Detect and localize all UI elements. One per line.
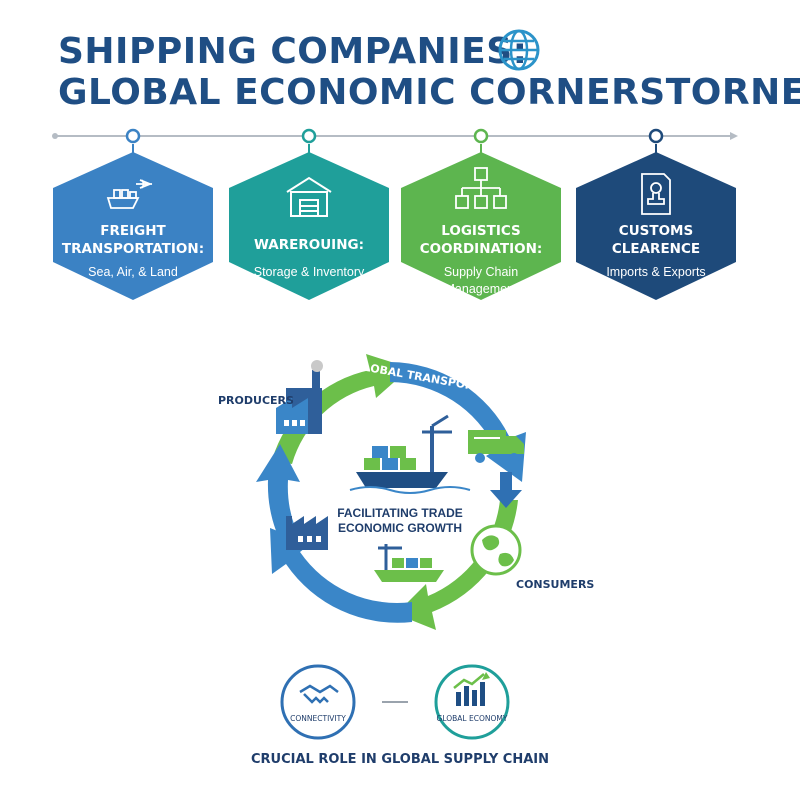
cycle-arrow-green-top: [272, 354, 410, 464]
timeline-line: [52, 132, 738, 140]
service-freight-text: FREIGHT TRANSPORTATION: Sea, Air, & Land: [53, 222, 213, 281]
footer-caption: CRUCIAL ROLE IN GLOBAL SUPPLY CHAIN: [250, 752, 550, 767]
growth-chart-icon: [453, 672, 490, 706]
cycle-arrow-green-right: [396, 500, 518, 630]
warehousing-title: WAREROUING:: [254, 237, 364, 253]
freight-subtitle: Sea, Air, & Land: [88, 265, 178, 279]
logistics-title-line-1: LOGISTICS: [441, 223, 521, 239]
warehouse-icon: [286, 176, 332, 217]
logistics-subtitle-line-2: Management: [444, 282, 518, 296]
freight-title-line-1: FREIGHT: [100, 223, 166, 239]
service-hex-freight[interactable]: [53, 128, 213, 300]
handshake-icon: [299, 684, 339, 704]
producers-label: PRODUCERS: [218, 394, 294, 407]
cargo-ship-icon: [349, 414, 471, 494]
warehousing-subtitle: Storage & Inventory: [253, 265, 365, 279]
ship-plane-icon: [106, 179, 153, 209]
service-logistics-text: LOGISTICS COORDINATION: Supply Chain Man…: [401, 222, 561, 298]
truck-icon: [468, 430, 524, 463]
customs-title-line-2: CLEARENCE: [611, 241, 701, 257]
factory-small-icon: [286, 516, 328, 550]
small-ship-icon: [374, 544, 444, 582]
world-globe-icon: [470, 524, 522, 576]
connectivity-label: CONNECTIVITY: [290, 714, 346, 723]
logistics-subtitle-line-1: Supply Chain: [443, 265, 519, 279]
customs-title-line-1: CUSTOMS: [618, 223, 694, 239]
center-line-2: ECONOMIC GROWTH: [338, 521, 462, 535]
page-title-line-2: GLOBAL ECONOMIC CORNERSTORNE: [58, 72, 800, 113]
services-hexagons: [53, 128, 736, 300]
cycle-center-text: FACILITATING TRADE ECONOMIC GROWTH: [330, 506, 470, 536]
page-title-line-1: SHIPPING COMPANIES:: [58, 31, 528, 72]
network-boxes-icon: [455, 167, 507, 209]
center-line-1: FACILITATING TRADE: [337, 506, 463, 520]
factory-icon: [276, 360, 323, 434]
service-hex-logistics[interactable]: [401, 128, 561, 300]
stamp-document-icon: [641, 173, 671, 215]
consumers-label: CONSUMERS: [516, 578, 595, 591]
service-customs-text: CUSTOMS CLEARENCE Imports & Exports: [576, 222, 736, 281]
globe-icon: [498, 29, 540, 71]
customs-subtitle: Imports & Exports: [606, 265, 706, 279]
logistics-title-line-2: COORDINATION:: [419, 241, 543, 257]
service-hex-warehousing[interactable]: [229, 128, 389, 300]
footer-icons: [280, 664, 510, 740]
service-warehousing-text: WAREROUING: Storage & Inventory: [229, 236, 389, 281]
global-economy-label: GLOBAL ECONOMY: [436, 714, 508, 723]
cycle-arrow-blue-top: [390, 362, 526, 482]
supply-chain-cycle: [256, 354, 526, 630]
service-hex-customs[interactable]: [576, 128, 736, 300]
cycle-arrow-down-right: [490, 472, 522, 508]
freight-title-line-2: TRANSPORTATION:: [61, 241, 205, 257]
